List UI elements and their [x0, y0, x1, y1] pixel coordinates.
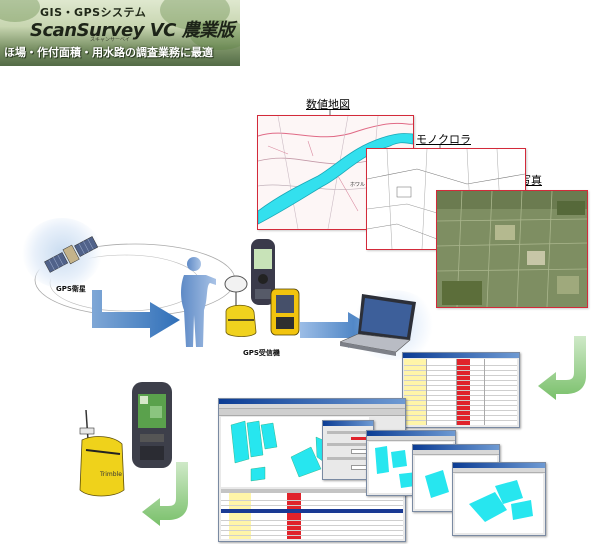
- aerial-photo-drawing: [437, 191, 587, 307]
- software-main-window: [218, 398, 406, 542]
- window-titlebar: [403, 353, 519, 358]
- banner-title: ScanSurvey VC 農業版: [30, 20, 235, 41]
- handheld-icon: [132, 382, 172, 468]
- window-menubar: [413, 450, 499, 455]
- arrow-right-icon: [92, 290, 180, 338]
- curved-arrow-icon: [142, 462, 188, 526]
- satellite-icon: [44, 236, 99, 273]
- window-menubar: [367, 436, 455, 441]
- banner-subtitle: GIS・GPSシステム: [40, 6, 147, 19]
- label-gps-receiver: GPS受信機: [243, 349, 280, 357]
- property-dialog: [322, 420, 374, 480]
- window-toolbar: [219, 409, 405, 416]
- yellow-bag-icon: Trimble: [79, 410, 125, 497]
- window-titlebar: [453, 463, 545, 468]
- svg-text:Trimble: Trimble: [99, 471, 122, 478]
- svg-text:ホワル: ホワル: [350, 182, 365, 188]
- banner-description: ほ場・作付面積・用水路の調査業務に最適: [4, 46, 213, 59]
- person-icon: [181, 257, 216, 347]
- label-gps-satellite: GPS衛星: [56, 285, 86, 293]
- software-window-4: [452, 462, 546, 536]
- window-menubar: [453, 468, 545, 473]
- window-menubar: [219, 404, 405, 409]
- handheld-yellow-icon: [270, 288, 300, 336]
- map-canvas: [455, 474, 543, 533]
- gps-receiver-icon: [224, 275, 257, 337]
- handheld-icon: [251, 239, 275, 305]
- attribute-table: [221, 489, 403, 539]
- window-titlebar: [413, 445, 499, 450]
- aerial-photo-card: [436, 190, 588, 308]
- window-titlebar: [323, 421, 373, 426]
- window-titlebar: [367, 431, 455, 436]
- data-table-window: [402, 352, 520, 428]
- label-numeric-map: 数値地図: [306, 98, 350, 111]
- curved-arrow-icon: [538, 336, 586, 400]
- label-mono-map: モノクロラ: [416, 133, 471, 146]
- product-banner: GIS・GPSシステム ScanSurvey VC 農業版 スキャンサーベイ ほ…: [0, 0, 240, 66]
- laptop-icon: [340, 294, 416, 356]
- banner-tiny-text: スキャンサーベイ: [90, 37, 131, 43]
- table-area: [404, 359, 517, 425]
- polygon-drawing: [469, 480, 533, 522]
- window-titlebar: [219, 399, 405, 404]
